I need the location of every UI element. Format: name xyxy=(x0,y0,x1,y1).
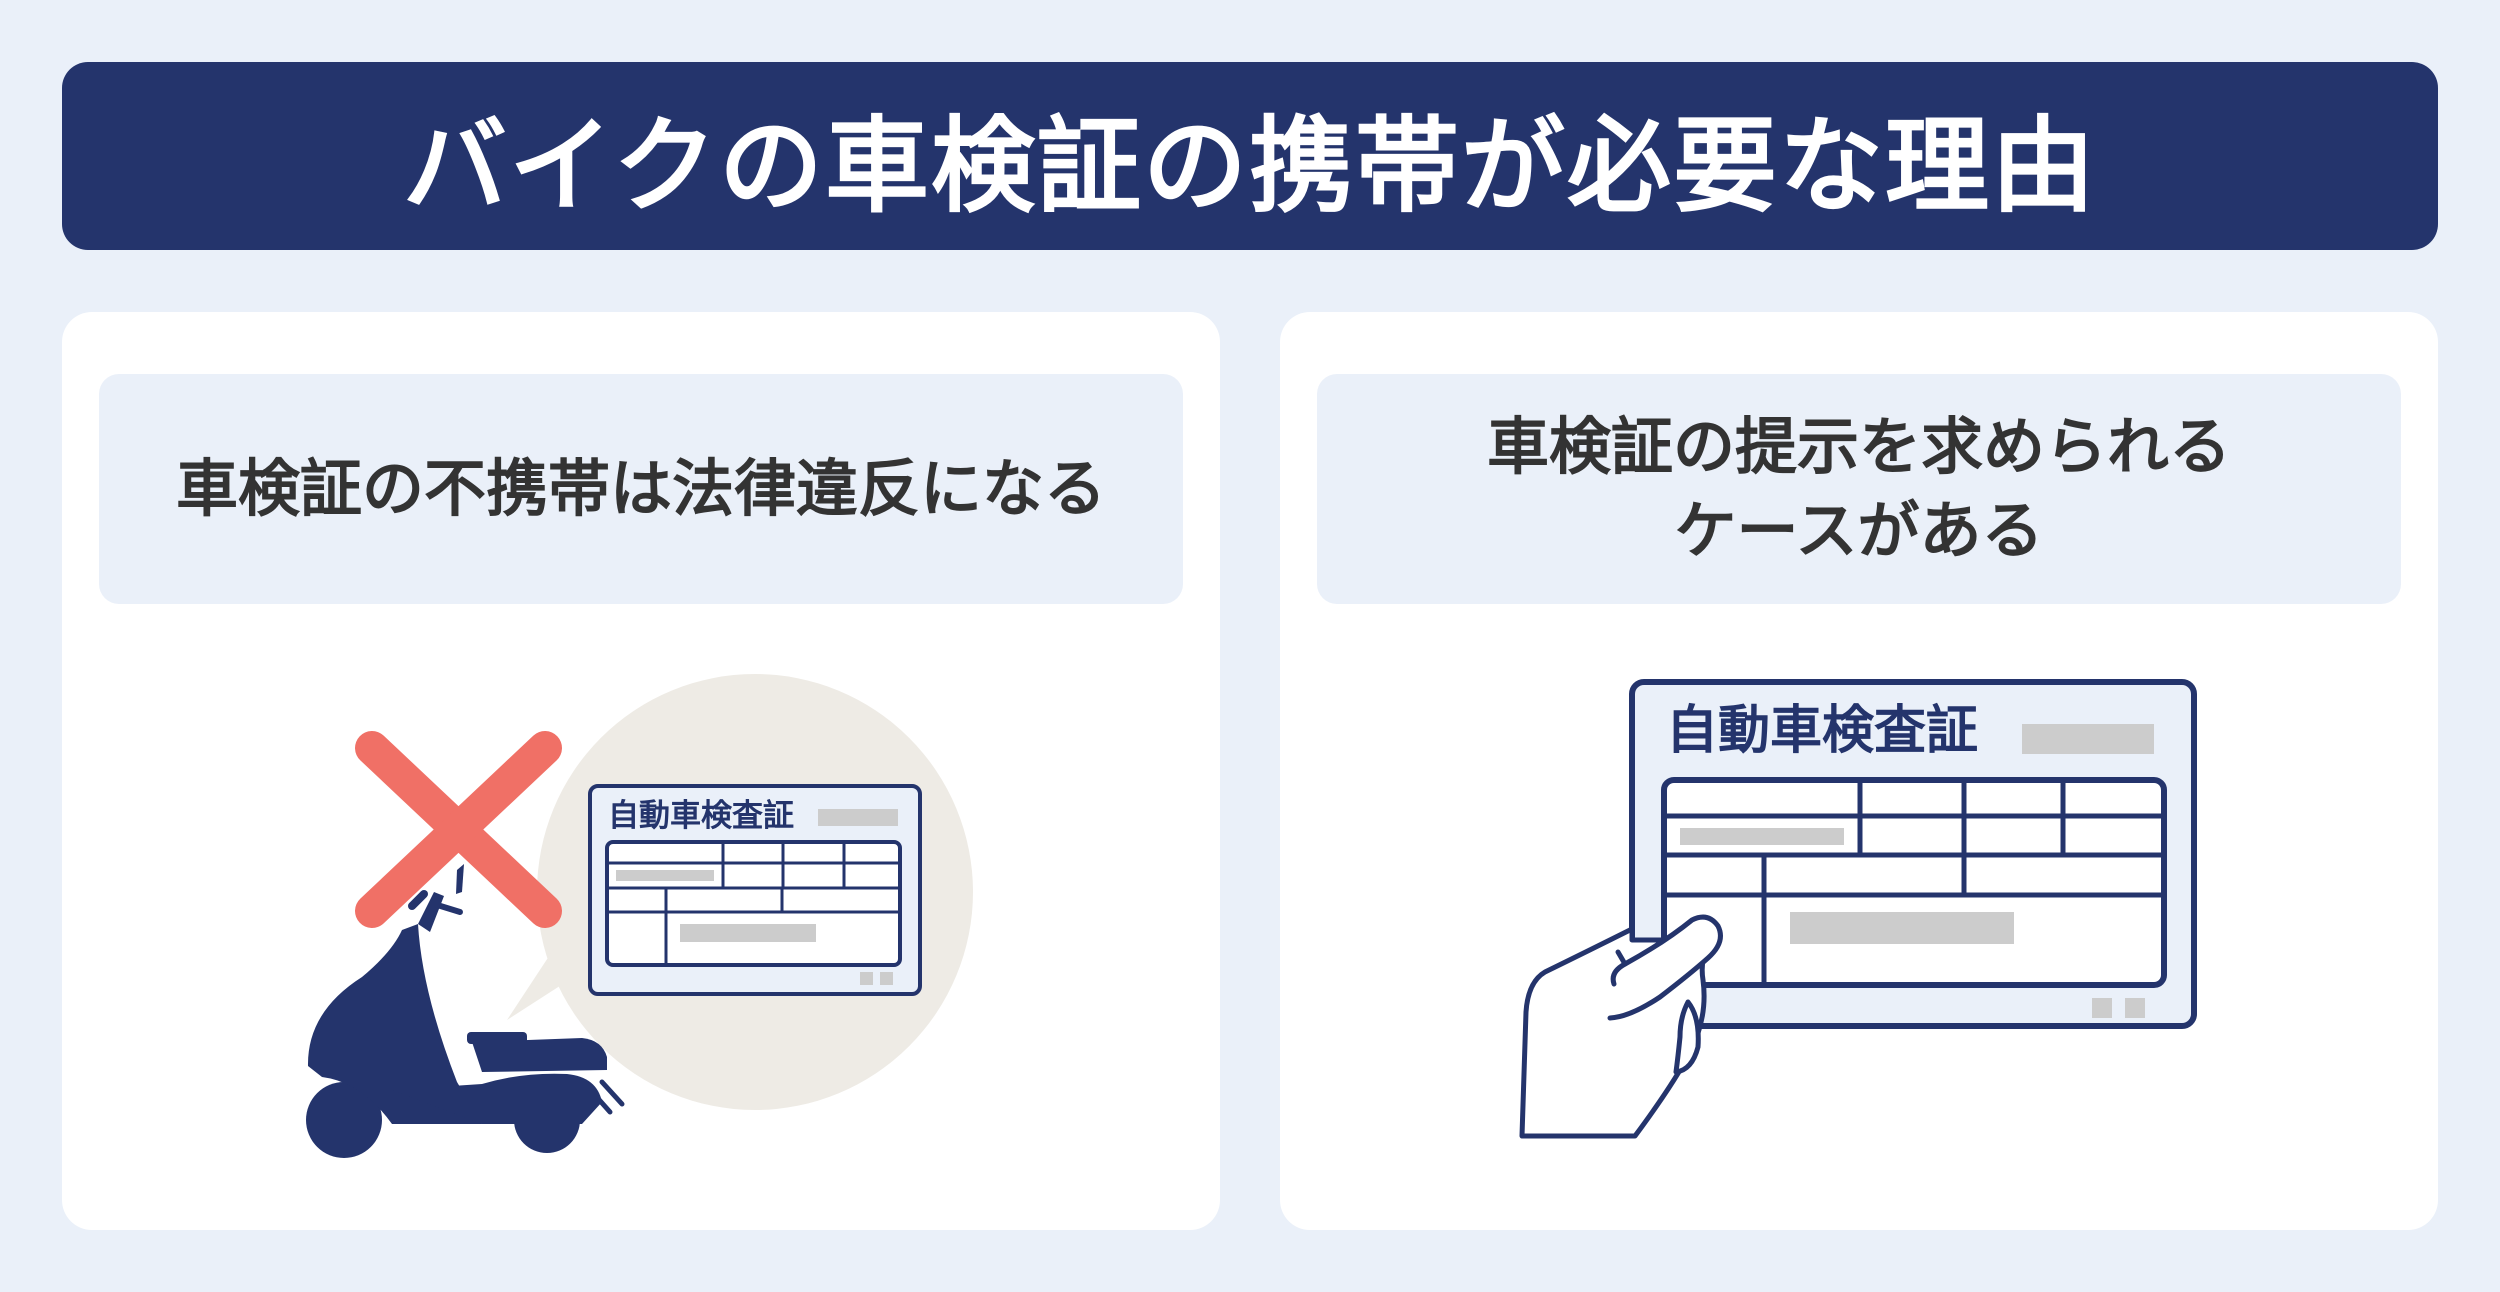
hand-icon xyxy=(1519,914,1723,1139)
card-small-title: 自動車検査証 xyxy=(608,798,794,834)
title-banner: バイクの車検証の携帯が必要な理由 xyxy=(62,62,2438,250)
inspection-certificate-icon: 自動車検査証 xyxy=(1629,679,2197,1029)
illustration-presenting-certificate: 自動車検査証 xyxy=(1519,679,2197,1139)
reason-heading-line1: 車検証の提示を求められる xyxy=(1486,410,2231,483)
page-title: バイクの車検証の携帯が必要な理由 xyxy=(403,104,2097,227)
illustration-no-certificate: 自動車検査証 xyxy=(306,674,973,1158)
scooter-icon xyxy=(306,864,625,1158)
reason-heading-box: 車検証の提示を求められる ケースがある xyxy=(1317,374,2401,604)
reason-heading-line1: 車検証の不携帯は法律違反になる xyxy=(175,452,1106,525)
cross-icon xyxy=(355,731,562,928)
reason-panel-legal: 車検証の不携帯は法律違反になる 自動車検査証 xyxy=(62,312,1220,1230)
card-large-title: 自動車検査証 xyxy=(1666,701,1978,761)
reason-heading-line2: ケースがある xyxy=(1674,494,2044,567)
reason-heading-box: 車検証の不携帯は法律違反になる xyxy=(99,374,1183,604)
reason-panel-presentation: 車検証の提示を求められる ケースがある 自動車検査証 xyxy=(1280,312,2438,1230)
inspection-certificate-icon: 自動車検査証 xyxy=(588,784,922,996)
